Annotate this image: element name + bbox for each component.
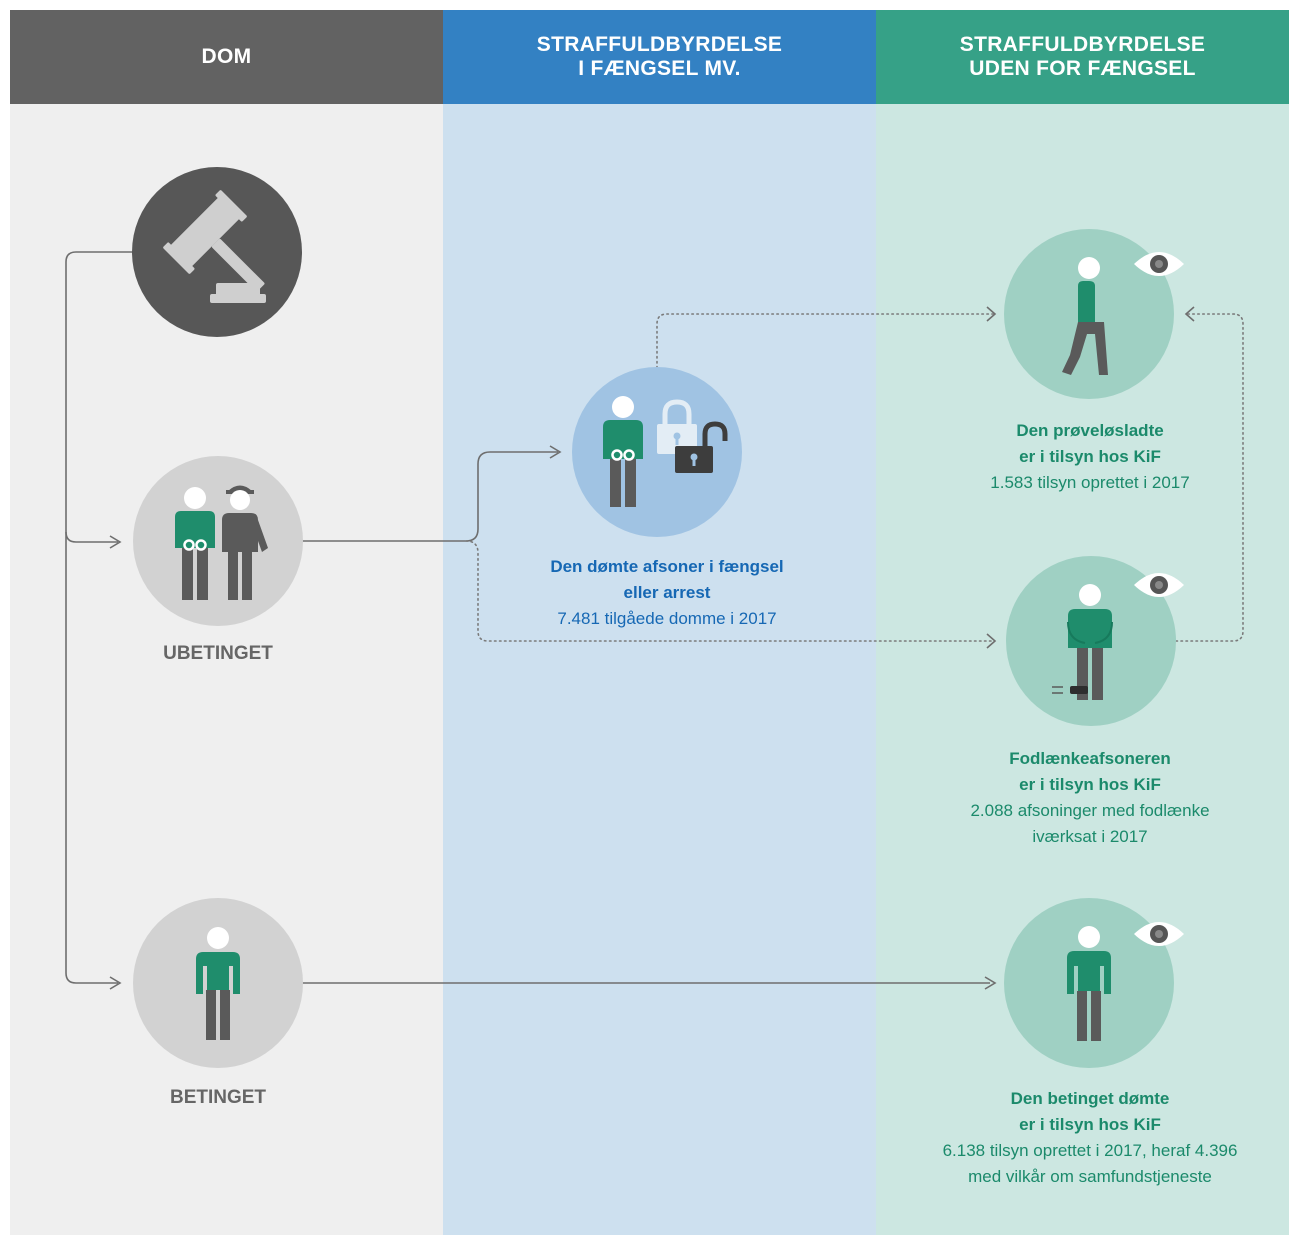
parole-caption: Den prøveløsladte er i tilsyn hos KiF 1.…	[930, 418, 1250, 496]
prison-caption: Den dømte afsoner i fængsel eller arrest…	[507, 554, 827, 632]
prison-to-parole-line	[656, 313, 994, 369]
unlocked-padlock-icon	[675, 421, 728, 473]
header-prison-line2: I FÆNGSEL MV.	[578, 57, 741, 80]
parole-node	[1004, 229, 1184, 399]
parole-title-line2: er i tilsyn hos KiF	[1019, 447, 1161, 466]
label-betinget-text: BETINGET	[169, 1087, 267, 1108]
arrowhead-ankle-icon	[986, 633, 997, 649]
header-dom-text: DOM	[201, 45, 252, 68]
suspended-stat-line2: med vilkår om samfundstjeneste	[968, 1167, 1212, 1186]
header-outside-line2: UDEN FOR FÆNGSEL	[969, 57, 1196, 80]
ankle-eye-icon	[1134, 573, 1184, 597]
walking-person-icon	[1062, 257, 1108, 375]
arrowhead-suspended-icon	[984, 976, 997, 990]
suspended-node	[1004, 898, 1184, 1068]
ankle-stat-line1: 2.088 afsoninger med fodlænke	[970, 801, 1210, 820]
ankle-node	[1006, 556, 1184, 726]
header-outside-line1: STRAFFULDBYRDELSE	[959, 33, 1206, 56]
parole-title-line1: Den prøveløsladte	[1016, 421, 1164, 440]
suspended-title-line1: Den betinget dømte	[1010, 1089, 1170, 1108]
header-dom: DOM	[10, 10, 443, 104]
parole-eye-icon	[1134, 252, 1184, 276]
dotted-connectors	[465, 313, 1244, 642]
ankle-title-line1: Fodlænkeafsoneren	[1009, 749, 1171, 768]
handcuffed-prisoner-icon	[603, 396, 643, 507]
betinget-node	[133, 898, 303, 1068]
prison-to-ankle-line	[465, 540, 994, 642]
suspended-title-line2: er i tilsyn hos KiF	[1019, 1115, 1161, 1134]
prison-stat: 7.481 tilgåede domme i 2017	[557, 609, 777, 628]
label-betinget: BETINGET	[118, 1085, 318, 1111]
gavel-node	[132, 167, 302, 337]
arrowhead-ankle-to-parole-icon	[1184, 306, 1195, 322]
ubetinget-to-prison-line	[302, 451, 558, 542]
suspended-caption: Den betinget dømte er i tilsyn hos KiF 6…	[900, 1086, 1280, 1190]
handcuffed-person-icon	[175, 487, 215, 600]
label-ubetinget: UBETINGET	[118, 641, 318, 667]
arrowhead-ubetinget-icon	[109, 535, 122, 549]
arrowhead-betinget-icon	[109, 976, 122, 990]
ubetinget-circle	[133, 456, 303, 626]
supervised-person-icon	[1067, 926, 1111, 1041]
ankle-title-line2: er i tilsyn hos KiF	[1019, 775, 1161, 794]
arrowhead-parole-icon	[986, 306, 997, 322]
ankle-caption: Fodlænkeafsoneren er i tilsyn hos KiF 2.…	[910, 746, 1270, 850]
parole-stat: 1.583 tilsyn oprettet i 2017	[990, 473, 1190, 492]
solid-connectors	[65, 251, 990, 984]
arrowheads	[109, 306, 1195, 990]
ankle-monitor-person-icon	[1052, 584, 1113, 700]
person-icon	[196, 927, 240, 1040]
label-ubetinget-text: UBETINGET	[163, 643, 273, 664]
prison-title-line1: Den dømte afsoner i fængsel	[550, 557, 784, 576]
ankle-stat-line2: iværksat i 2017	[1032, 827, 1148, 846]
arrowhead-prison-icon	[549, 445, 562, 459]
gavel-icon	[163, 190, 266, 303]
header-prison-line1: STRAFFULDBYRDELSE	[536, 33, 783, 56]
prison-node	[572, 367, 742, 537]
police-officer-icon	[222, 485, 268, 600]
suspended-stat-line1: 6.138 tilsyn oprettet i 2017, heraf 4.39…	[942, 1141, 1238, 1160]
prison-title-line2: eller arrest	[623, 583, 711, 602]
branch-ubetinget-line	[65, 531, 118, 543]
ubetinget-node	[133, 456, 303, 626]
suspended-eye-icon	[1134, 922, 1184, 946]
dom-trunk-line	[65, 251, 133, 984]
ankle-to-parole-line	[1175, 313, 1244, 642]
